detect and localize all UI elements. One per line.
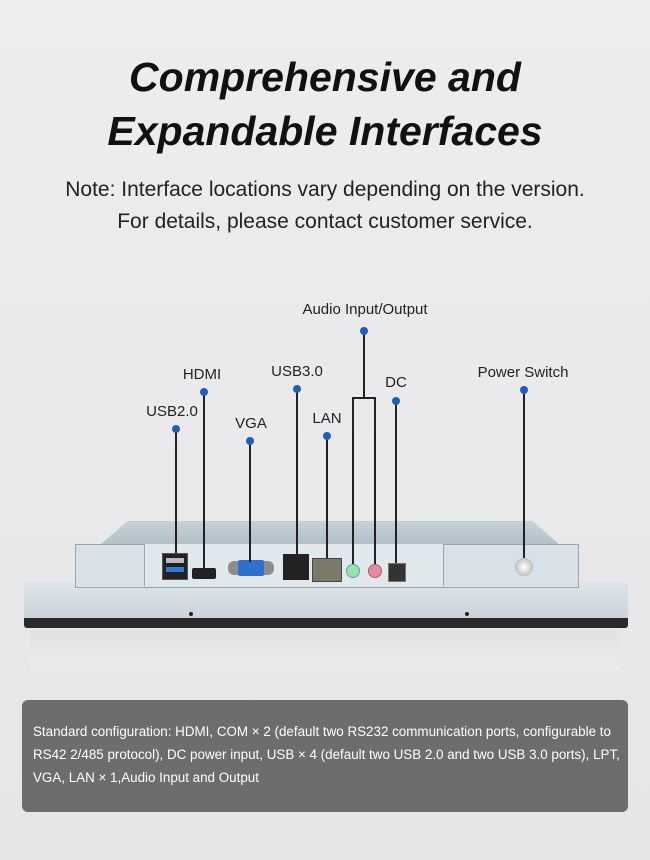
label-lan: LAN (312, 410, 342, 427)
label-power-switch: Power Switch (477, 364, 569, 381)
vga-port (228, 560, 274, 576)
audio-marker-dot (360, 327, 368, 335)
note-line-2: For details, please contact customer ser… (117, 210, 533, 233)
audio-in-jack (368, 564, 382, 578)
title-line-2: Expandable Interfaces (107, 108, 543, 154)
power-switch-button (515, 558, 533, 576)
hdmi-port (192, 568, 216, 579)
usb2-marker-dot (172, 425, 180, 433)
vga-marker-dot (246, 437, 254, 445)
label-usb3: USB3.0 (271, 363, 323, 380)
spec-text: Standard configuration: HDMI, COM × 2 (d… (33, 724, 620, 785)
usb3-marker-dot (293, 385, 301, 393)
spec-box: Standard configuration: HDMI, COM × 2 (d… (22, 700, 628, 812)
dc-jack (388, 563, 406, 582)
power-marker-dot (520, 386, 528, 394)
label-vga: VGA (235, 415, 267, 432)
note-line-1: Note: Interface locations vary depending… (65, 178, 585, 201)
hdmi-marker-dot (200, 388, 208, 396)
label-hdmi: HDMI (182, 366, 222, 383)
audio-out-jack (346, 564, 360, 578)
lan-marker-dot (323, 432, 331, 440)
dc-marker-dot (392, 397, 400, 405)
label-dc: DC (385, 374, 407, 391)
label-audio: Audio Input/Output (302, 301, 428, 318)
title-line-1: Comprehensive and (129, 54, 521, 100)
label-usb2: USB2.0 (146, 403, 198, 420)
usb-port-stack (162, 553, 188, 580)
usb3-port-stack (283, 554, 309, 580)
lan-port (312, 558, 342, 582)
